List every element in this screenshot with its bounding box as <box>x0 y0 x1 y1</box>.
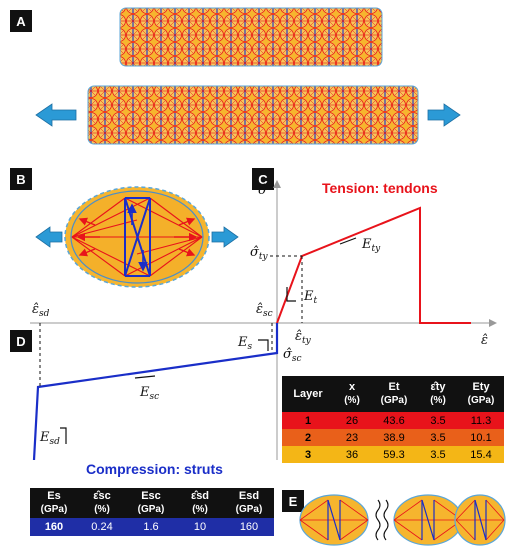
left-arrow-icon <box>35 103 77 127</box>
strut-arrows <box>127 203 148 272</box>
comp-table-header: Esc(GPa) <box>126 488 176 518</box>
layer-table-header: ε̂ty(%) <box>418 376 458 412</box>
eps-ty-cell: 3.5 <box>430 431 446 444</box>
layer-table: Layer x(%) Et(GPa) ε̂ty(%) Ety(GPa) 1 26… <box>282 376 504 463</box>
et-cell: 43.6 <box>383 414 405 427</box>
epsilon-axis-label: ε̂ <box>481 333 488 348</box>
et-cell: 59.3 <box>383 448 405 461</box>
comp-table-header: ε̂sc(%) <box>78 488 126 518</box>
table-row: 160 0.24 1.6 10 160 <box>30 518 274 536</box>
eps-sd-cell: 10 <box>176 518 224 536</box>
ety-cell: 10.1 <box>470 431 492 444</box>
layer-table-header: Et(GPa) <box>370 376 418 412</box>
layer-table-header: Layer <box>282 376 334 412</box>
esc-cell: 1.6 <box>126 518 176 536</box>
left-arrow-icon <box>35 226 63 248</box>
panel-label-e: E <box>282 490 304 512</box>
layer-cell: 2 <box>304 431 312 444</box>
eps-sc-label: ε̂sc <box>256 302 273 319</box>
eps-ty-cell: 3.5 <box>430 448 446 461</box>
right-arrow-icon <box>211 226 239 248</box>
comp-table-header: ε̂sd(%) <box>176 488 224 518</box>
es-slope-label: Es <box>237 335 253 352</box>
table-row: 2 23 38.9 3.5 10.1 <box>282 429 504 446</box>
comp-table-header: Esd(GPa) <box>224 488 274 518</box>
x-cell: 36 <box>345 448 359 461</box>
cell-diagram <box>64 186 210 288</box>
chart-labels: σ̂ ε̂ σ̂ty ε̂ty Et Ety ε̂sd ε̂sc σ̂sc Es… <box>32 183 488 447</box>
esd-cell: 160 <box>224 518 274 536</box>
ety-slope-label: Ety <box>361 237 381 254</box>
x-cell: 26 <box>345 414 359 427</box>
lattice-stretched <box>87 85 419 145</box>
sigma-axis-label: σ̂ <box>258 183 268 198</box>
tension-curve <box>270 206 471 324</box>
panel-label-a: A <box>10 10 32 32</box>
esd-slope-label: Esd <box>39 430 60 447</box>
layer-table-header: Ety(GPa) <box>458 376 504 412</box>
compression-table: Es(GPa) ε̂sc(%) Esc(GPa) ε̂sd(%) Esd(GPa… <box>30 488 274 536</box>
panel-label-d: D <box>10 330 32 352</box>
sigma-sc-label: σ̂sc <box>283 347 302 364</box>
et-slope-label: Et <box>303 289 318 306</box>
es-cell: 160 <box>30 518 78 536</box>
tension-caption: Tension: tendons <box>322 180 438 196</box>
right-arrow-icon <box>427 103 461 127</box>
x-cell: 23 <box>345 431 359 444</box>
compression-curve <box>32 323 279 461</box>
eps-ty-label: ε̂ty <box>295 329 312 346</box>
panel-label-b: B <box>10 168 32 190</box>
layer-table-header: x(%) <box>334 376 370 412</box>
et-cell: 38.9 <box>383 431 405 444</box>
eps-sd-label: ε̂sd <box>32 302 50 319</box>
eps-sc-cell: 0.24 <box>78 518 126 536</box>
eps-ty-cell: 3.5 <box>430 414 446 427</box>
table-row: 3 36 59.3 3.5 15.4 <box>282 446 504 463</box>
compression-caption: Compression: struts <box>86 461 223 477</box>
table-row: 1 26 43.6 3.5 11.3 <box>282 412 504 429</box>
sigma-ty-label: σ̂ty <box>250 245 268 262</box>
esc-slope-label: Esc <box>139 385 159 402</box>
panel-label-c: C <box>252 168 274 190</box>
layer-cell: 1 <box>304 414 312 427</box>
ety-cell: 11.3 <box>470 414 492 427</box>
layer-cell: 3 <box>304 448 312 461</box>
comp-table-header: Es(GPa) <box>30 488 78 518</box>
ety-cell: 15.4 <box>470 448 492 461</box>
cell-series-diagram <box>299 494 506 546</box>
tendon-arrows <box>76 217 198 257</box>
lattice-unstretched <box>119 7 383 67</box>
